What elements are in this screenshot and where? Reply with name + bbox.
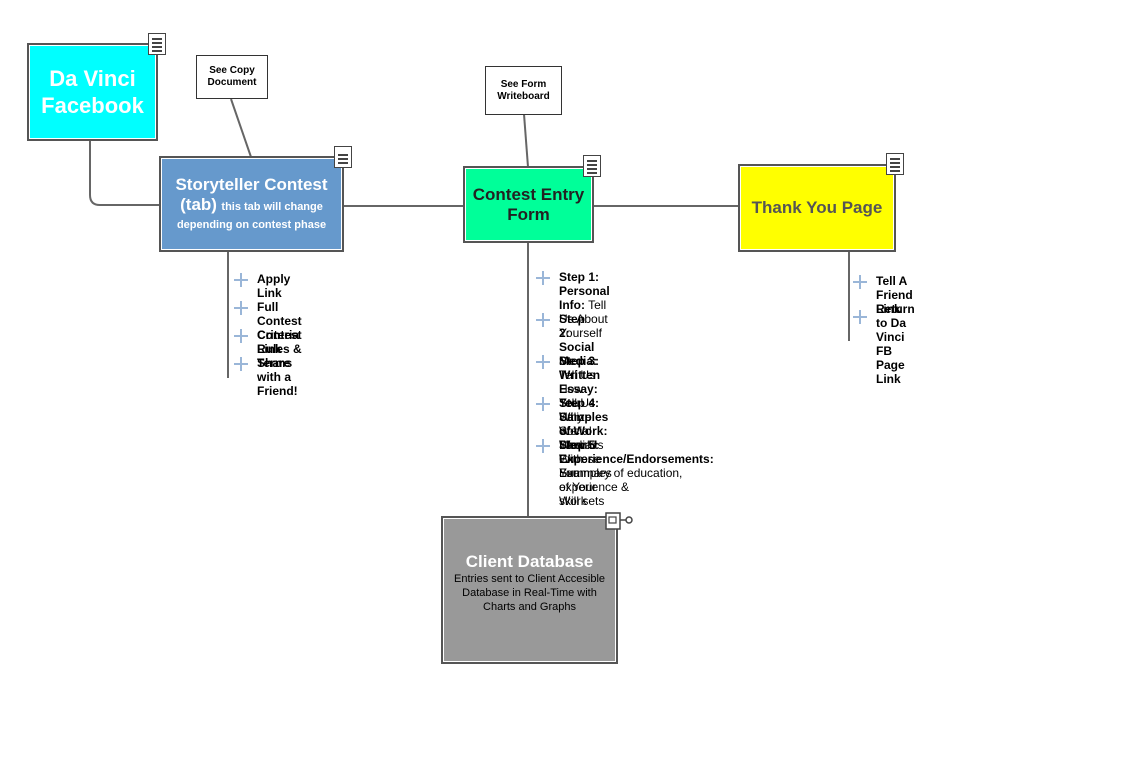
plus-icon — [234, 273, 248, 287]
step-title: Step 3: Written Essay: — [559, 354, 601, 396]
list-item[interactable]: Tell A Friend Link — [853, 274, 913, 316]
plus-icon — [536, 271, 550, 285]
step-text: You Utilize Social Media — [559, 396, 592, 452]
step-title: Step 2: Social Media: — [559, 312, 598, 368]
node-thank-you-page[interactable]: Thank You Page — [738, 164, 896, 252]
list-item-label: Link — [876, 372, 901, 386]
node-note: this tab will change — [221, 201, 323, 213]
step-text: With Examples of Your Work — [559, 452, 612, 508]
node-description: Database in Real-Time with — [462, 587, 597, 599]
key-icon[interactable] — [605, 512, 633, 530]
step-title: Step 1: Personal Info: — [559, 270, 610, 312]
document-icon[interactable] — [886, 153, 904, 175]
step-text: Summary of education, experience & — [559, 466, 683, 494]
node-title: Form — [507, 204, 550, 224]
step-text: Tell Us About — [559, 298, 608, 326]
document-icon[interactable] — [583, 155, 601, 177]
node-storyteller-contest[interactable]: Storyteller Contest (tab) this tab will … — [159, 156, 344, 252]
note-text: Document — [207, 77, 257, 88]
plus-icon — [536, 397, 550, 411]
note-text: Writeboard — [497, 90, 550, 102]
note-see-copy-document[interactable]: See Copy Document — [196, 55, 268, 99]
list-item[interactable]: Apply Link — [234, 272, 290, 300]
plus-icon — [536, 355, 550, 369]
note-text: See Copy — [209, 65, 255, 76]
link-note-copy — [230, 98, 252, 158]
plus-icon — [234, 329, 248, 343]
note-see-form-writeboard[interactable]: See Form Writeboard — [485, 66, 562, 115]
list-item[interactable]: Full Contest Criteria Link — [234, 300, 302, 356]
step-text: Tell Us Why — [559, 396, 596, 424]
plus-icon — [536, 439, 550, 453]
step-text: Wow Us — [559, 438, 604, 452]
node-title: Contest Entry — [472, 184, 585, 204]
node-da-vinci-facebook[interactable]: Da Vinci Facebook — [27, 43, 158, 141]
link-facebook-storyteller — [89, 140, 160, 206]
plus-icon — [536, 313, 550, 327]
plus-icon — [853, 310, 867, 324]
node-client-database[interactable]: Client Database Entries sent to Client A… — [441, 516, 618, 664]
step-title: Step 5: Experience/Endorsements: — [559, 438, 714, 466]
list-item-label: Tell A Friend Link — [876, 274, 913, 316]
list-item-label: Return to Da Vinci FB Page — [876, 302, 915, 372]
node-title: Client Database — [465, 552, 594, 571]
step-title: Step 4: Samples of Work: — [559, 396, 609, 438]
list-item[interactable]: Contest Rules & Terms — [234, 328, 302, 370]
step-text: We Should Choose You — [559, 424, 601, 480]
document-icon[interactable] — [148, 33, 166, 55]
document-icon[interactable] — [334, 146, 352, 168]
node-note: depending on contest phase — [176, 219, 327, 231]
node-description: Entries sent to Client Accesible — [453, 573, 606, 585]
note-text: See Form — [500, 78, 547, 90]
step-text: Yourself — [559, 326, 602, 340]
list-item[interactable]: Share with a Friend! — [234, 356, 298, 398]
node-title: Facebook — [41, 93, 144, 118]
plus-icon — [853, 275, 867, 289]
list-item-label: Apply Link — [257, 272, 291, 300]
node-title: Thank You Page — [751, 198, 883, 217]
step-text: skill sets — [559, 494, 605, 508]
list-item-label: Share with a Friend! — [257, 356, 298, 398]
list-item-label: Contest Rules & Terms — [257, 328, 302, 370]
plus-icon — [234, 301, 248, 315]
plus-icon — [234, 357, 248, 371]
list-item-label: Full Contest Criteria Link — [257, 300, 302, 356]
node-title: Da Vinci — [49, 66, 136, 91]
list-item[interactable]: Step 5: Experience/Endorsements:Summary … — [536, 438, 714, 508]
step-text: Tell Us How — [559, 368, 596, 396]
node-tab-label: (tab) — [180, 195, 217, 214]
node-title: Storyteller Contest — [175, 175, 328, 194]
node-description: Charts and Graphs — [483, 601, 576, 613]
link-note-form — [523, 113, 529, 168]
node-contest-entry-form[interactable]: Contest Entry Form — [463, 166, 594, 243]
